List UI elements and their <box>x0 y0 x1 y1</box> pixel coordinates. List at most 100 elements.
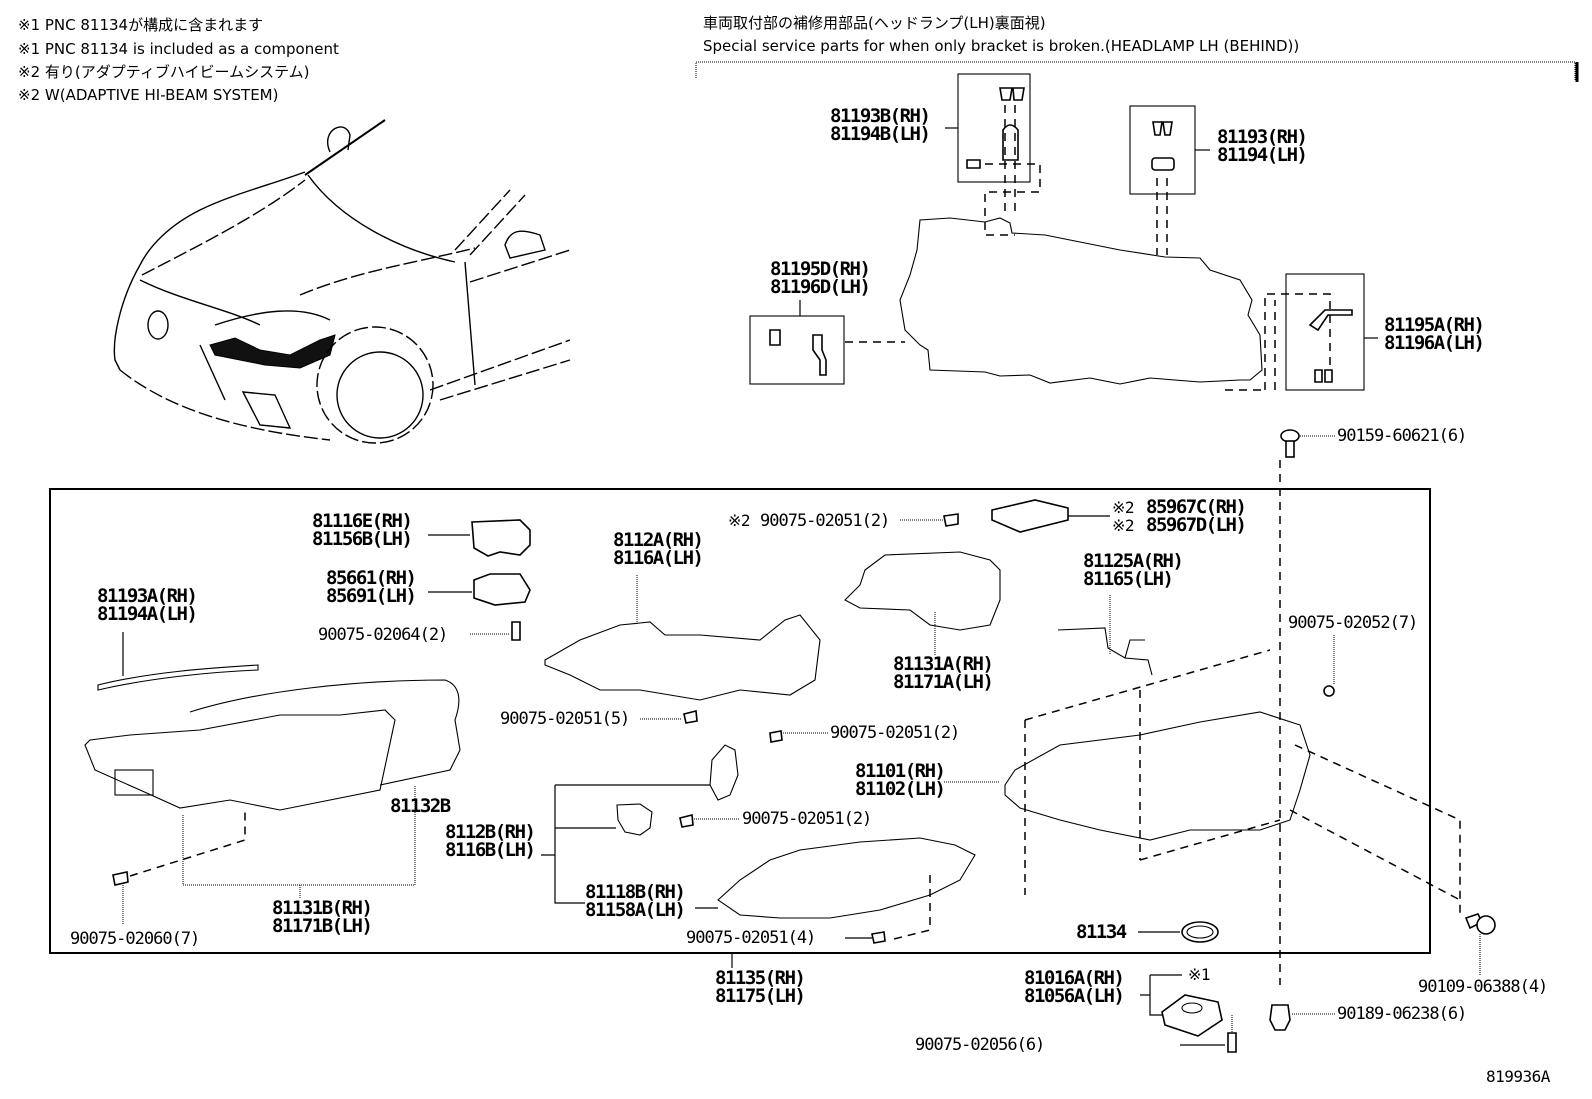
door-edge <box>464 261 476 386</box>
a-pillar <box>454 189 511 251</box>
mirror-fin <box>327 126 351 153</box>
label-81194a-lh: 81194A(LH) <box>97 603 196 625</box>
label-90075-02051-2a: 90075-02051(2) <box>830 723 959 743</box>
bracket-81195d <box>812 334 827 376</box>
screw-icon <box>943 513 959 527</box>
label-90159: 90159-60621(6) <box>1337 426 1466 446</box>
screw-icon <box>112 871 129 886</box>
screw-icon <box>683 709 698 724</box>
part-81116e-shape <box>471 519 531 557</box>
label-85967d-lh: 85967D(LH) <box>1146 514 1245 536</box>
label-81165-lh: 81165(LH) <box>1083 568 1172 590</box>
bumper-left <box>113 264 141 371</box>
part-box-81195a <box>1285 273 1365 391</box>
part-81134-ring <box>1181 921 1219 943</box>
label-90075-02052: 90075-02052(7) <box>1288 613 1417 633</box>
main-parts: 81116E(RH) 81156B(LH) 85661(RH) 85691(LH… <box>70 496 1461 949</box>
part-8112b-bracket <box>616 803 653 836</box>
label-81118b-rh: 81118B(RH) <box>585 881 684 903</box>
label-81195a-rh: 81195A(RH) <box>1384 314 1483 336</box>
label-90075-02051-adb: 90075-02051(2) <box>760 511 889 531</box>
group-bracket-8112b <box>541 784 710 904</box>
label-81102-lh: 81102(LH) <box>855 778 944 800</box>
emblem <box>147 310 169 340</box>
screw-pair <box>1314 369 1333 383</box>
grille-top <box>139 279 261 326</box>
label-90075-02051-4: 90075-02051(4) <box>686 928 815 948</box>
wiper-blade <box>304 119 386 176</box>
label-81193-rh: 81193(RH) <box>1217 126 1306 148</box>
lens-bracket <box>114 769 154 796</box>
part-81131b-lens <box>84 709 396 811</box>
label-81195d-rh: 81195D(RH) <box>770 258 869 280</box>
label-81194-lh: 81194(LH) <box>1217 144 1306 166</box>
dashed-guides <box>1225 293 1331 391</box>
label-90075-02064: 90075-02064(2) <box>318 625 447 645</box>
part-81016a-module <box>1161 994 1223 1037</box>
side-mirror <box>504 230 546 259</box>
mark-ecu-rh: ※2 <box>1112 498 1134 517</box>
fender-line <box>299 247 476 296</box>
notes-block: ※1 PNC 81134が構成に含まれます ※1 PNC 81134 is in… <box>18 16 339 104</box>
hood-line <box>141 179 306 276</box>
part-81118b-base <box>717 837 976 919</box>
outside-parts: 81135(RH) 81175(LH) 81016A(RH) 81056A(LH… <box>715 913 1551 1086</box>
dashed-guides <box>1156 178 1168 255</box>
hood-rear <box>307 174 456 263</box>
rocker <box>429 339 571 391</box>
service-bracket-frame <box>695 61 1576 80</box>
label-81135-rh: 81135(RH) <box>715 967 804 989</box>
label-81171a-lh: 81171A(LH) <box>893 671 992 693</box>
mark-adb-screw: ※2 <box>728 511 750 530</box>
note-2-en: ※2 W(ADAPTIVE HI-BEAM SYSTEM) <box>18 86 278 104</box>
wheel <box>336 351 424 439</box>
label-81016a-rh: 81016A(RH) <box>1024 967 1123 989</box>
label-81196a-lh: 81196A(LH) <box>1384 332 1483 354</box>
label-81193b-rh: 81193B(RH) <box>830 105 929 127</box>
part-81101-housing <box>1004 711 1311 841</box>
screw-pair <box>769 329 781 346</box>
note-1-jp: ※1 PNC 81134が構成に含まれます <box>18 16 263 34</box>
dashed-guide <box>129 810 246 877</box>
label-90075-02060: 90075-02060(7) <box>70 929 199 949</box>
part-81193a-strip <box>97 664 259 691</box>
part-90159: 90159-60621(6) <box>1279 426 1467 985</box>
label-81131b-rh: 81131B(RH) <box>272 897 371 919</box>
label-85691-lh: 85691(LH) <box>326 585 415 607</box>
wheel-arch <box>316 326 434 444</box>
fog-lamp <box>241 391 292 429</box>
rocker-lower <box>439 359 571 401</box>
label-81196d-lh: 81196D(LH) <box>770 276 869 298</box>
main-parts-frame <box>49 488 1431 954</box>
part-box-81195d <box>749 315 845 385</box>
mark-ecu-lh: ※2 <box>1112 516 1134 535</box>
illustration-id: 819936A <box>1486 1067 1551 1086</box>
label-81134: 81134 <box>1076 921 1127 943</box>
label-81056a-lh: 81056A(LH) <box>1024 985 1123 1007</box>
hood-edge <box>139 171 306 266</box>
label-90075-02051-2b: 90075-02051(2) <box>742 809 871 829</box>
headlamp-upper <box>214 310 331 326</box>
module-socket <box>1181 1002 1203 1014</box>
mark-81016a: ※1 <box>1188 965 1210 984</box>
service-parts-section: 車両取付部の補修用部品(ヘッドランプ(LH)裏面視) Special servi… <box>695 14 1579 391</box>
label-81171b-lh: 81171B(LH) <box>272 915 371 937</box>
label-8112a-rh: 8112A(RH) <box>613 529 702 551</box>
ring-inner <box>1186 925 1214 939</box>
group-bracket-81016a <box>1140 974 1182 1016</box>
label-90075-02051-5: 90075-02051(5) <box>500 709 629 729</box>
clip-81193 <box>1151 157 1175 171</box>
screw-icon <box>871 931 886 944</box>
screw-icon <box>679 813 694 828</box>
part-8112a-reflector <box>544 614 821 701</box>
part-81125a-harness <box>1057 627 1153 676</box>
service-title-jp: 車両取付部の補修用部品(ヘッドランプ(LH)裏面視) <box>703 14 1046 32</box>
screw-pair <box>999 87 1025 101</box>
clip-90189-icon <box>1269 1004 1291 1031</box>
label-85967c-rh: 85967C(RH) <box>1146 496 1245 518</box>
label-81175-lh: 81175(LH) <box>715 985 804 1007</box>
bumper-lower <box>119 369 331 441</box>
label-81156b-lh: 81156B(LH) <box>312 528 411 550</box>
headlamp-back-outline <box>899 217 1263 385</box>
